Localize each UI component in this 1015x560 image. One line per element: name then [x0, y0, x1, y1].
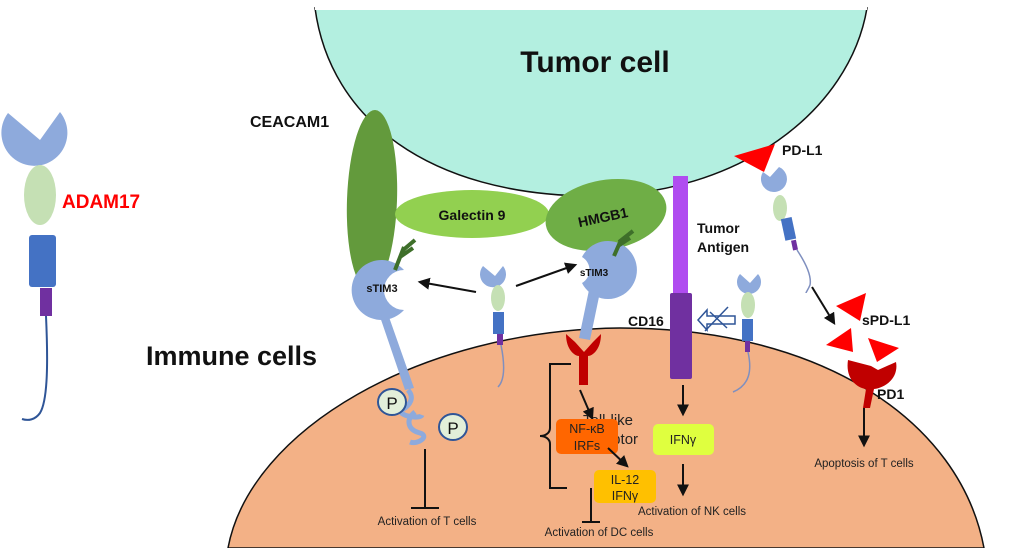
galectin9-label: Galectin 9 — [439, 207, 506, 223]
pd1-label: PD1 — [877, 386, 904, 402]
ceacam1-shape — [346, 110, 398, 290]
spdl1-triangle-2-icon — [826, 328, 853, 352]
il12-label-line1: IL-12 — [611, 473, 640, 487]
glycan-right-icon — [612, 229, 635, 257]
stim3-right-label: sTIM3 — [580, 268, 609, 279]
pd1-receptor-icon — [847, 360, 897, 408]
phospho-2-label: P — [447, 419, 458, 438]
arrow-nfkb-to-il12 — [607, 447, 629, 468]
apoptosis-t-label: Apoptosis of T cells — [814, 458, 914, 470]
hmgb1-shape — [545, 178, 667, 252]
adam17-large-icon — [1, 112, 68, 421]
glycan-left-icon — [393, 238, 417, 271]
phospho-2: P — [438, 413, 468, 441]
cd16-label: CD16 — [628, 313, 664, 329]
spdl1-triangle-1-icon — [836, 293, 866, 321]
blocked-arrow-icon — [696, 306, 736, 332]
ifng-label: IFNγ — [670, 433, 697, 447]
bracket — [539, 363, 571, 489]
immune-cell-bottom-clip — [220, 548, 1000, 560]
il12-box — [594, 470, 656, 503]
pdl1-triangle-icon — [734, 144, 775, 172]
activation-nk-label: Activation of NK cells — [638, 506, 746, 518]
arrow-to-stim3-left — [417, 277, 477, 293]
ceacam1-label: CEACAM1 — [250, 114, 329, 131]
ifng-box — [653, 424, 714, 455]
phospho-1: P — [377, 388, 407, 416]
phospho-1-label: P — [386, 394, 397, 413]
tumor-cell-top-clip — [315, 6, 867, 10]
stim3-right — [579, 241, 637, 340]
tumor-cell-label: Tumor cell — [520, 46, 669, 79]
arrow-tlr-to-nfkb — [579, 389, 594, 421]
tumor-antigen-label-line2: Antigen — [697, 239, 749, 255]
activation-t-label: Activation of T cells — [378, 516, 477, 528]
pdl1-label: PD-L1 — [782, 142, 823, 158]
stim3-left — [351, 260, 427, 446]
activation-dc-label: Activation of DC cells — [545, 527, 654, 539]
stim3-left-label: sTIM3 — [366, 283, 397, 295]
adam17-small-middle-icon — [480, 266, 506, 388]
nfkb-label-line1: NF-κB — [569, 422, 604, 436]
nfkb-box — [556, 419, 618, 454]
tumor-antigen-bar — [673, 176, 688, 294]
spdl1-triangle-3-icon — [868, 338, 899, 362]
spdl1-label: sPD-L1 — [862, 312, 910, 328]
arrow-to-spdl1 — [811, 286, 836, 326]
adam17-small-pdl1-icon — [760, 167, 812, 294]
arrow-to-stim3-right — [515, 262, 578, 287]
adam17-small-cd16-icon — [732, 274, 761, 393]
toll-like-receptor-icon — [566, 334, 601, 385]
galectin9-shape — [395, 190, 549, 238]
immune-cells-label: Immune cells — [146, 341, 317, 371]
tumor-cell — [314, 7, 868, 197]
cd16-bar — [670, 293, 692, 379]
il12-label-line2: IFNγ — [612, 489, 639, 503]
tumor-antigen-label-line1: Tumor — [697, 220, 740, 236]
adam17-label: ADAM17 — [62, 192, 140, 213]
nfkb-label-line2: IRFs — [574, 439, 600, 453]
